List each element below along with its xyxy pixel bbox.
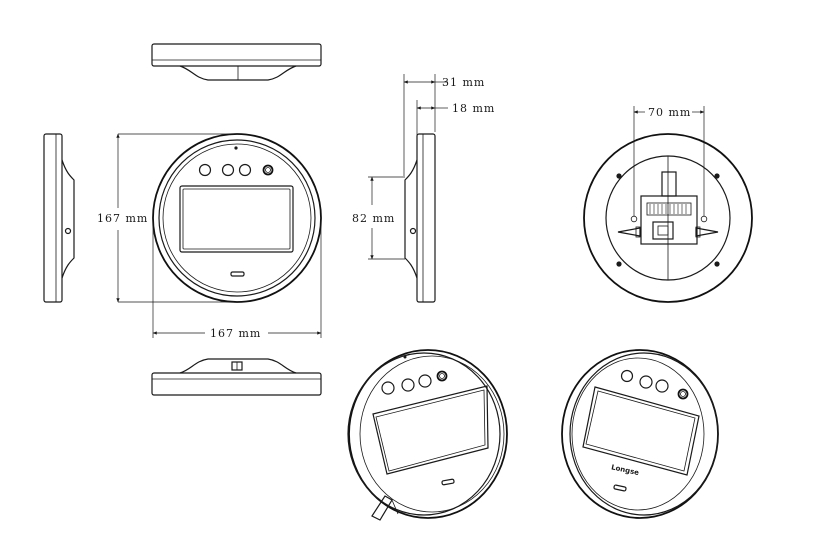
overall-height-label: 167 mm xyxy=(97,212,148,225)
side-height-label: 82 mm xyxy=(352,212,395,225)
dimension-overall-height: 167 mm xyxy=(97,133,234,303)
dimension-side-height: 82 mm xyxy=(352,176,405,260)
dimension-overall-width: 167 mm xyxy=(152,220,322,340)
sensor-icon xyxy=(198,163,212,177)
display-screen xyxy=(179,185,294,253)
overall-width-label: 167 mm xyxy=(210,327,261,340)
ethernet-port-icon xyxy=(652,221,674,240)
left-side-view xyxy=(43,133,75,303)
mount-spacing-label: 70 mm xyxy=(648,106,691,119)
wiring-block xyxy=(640,195,698,245)
display-screen xyxy=(582,386,700,476)
right-side-view xyxy=(404,133,436,303)
brand-logo: Longse xyxy=(610,463,639,477)
bottom-view xyxy=(151,358,322,396)
camera-icon xyxy=(238,163,252,177)
depth-base-label: 18 mm xyxy=(452,102,495,115)
camera-icon xyxy=(221,163,235,177)
dimension-depth: 31 mm 18 mm xyxy=(403,74,495,176)
light-icon xyxy=(262,164,274,176)
side-button-icon xyxy=(409,227,417,235)
perspective-left xyxy=(347,349,508,521)
side-button-icon xyxy=(64,227,72,235)
card-reader-slot xyxy=(230,271,245,277)
indicator-dot xyxy=(234,146,238,150)
depth-total-label: 31 mm xyxy=(442,76,485,89)
front-view xyxy=(152,133,322,303)
rear-view: 70 mm xyxy=(583,106,753,303)
display-screen xyxy=(372,385,489,475)
top-view xyxy=(151,43,322,81)
perspective-right: Longse xyxy=(561,349,719,519)
